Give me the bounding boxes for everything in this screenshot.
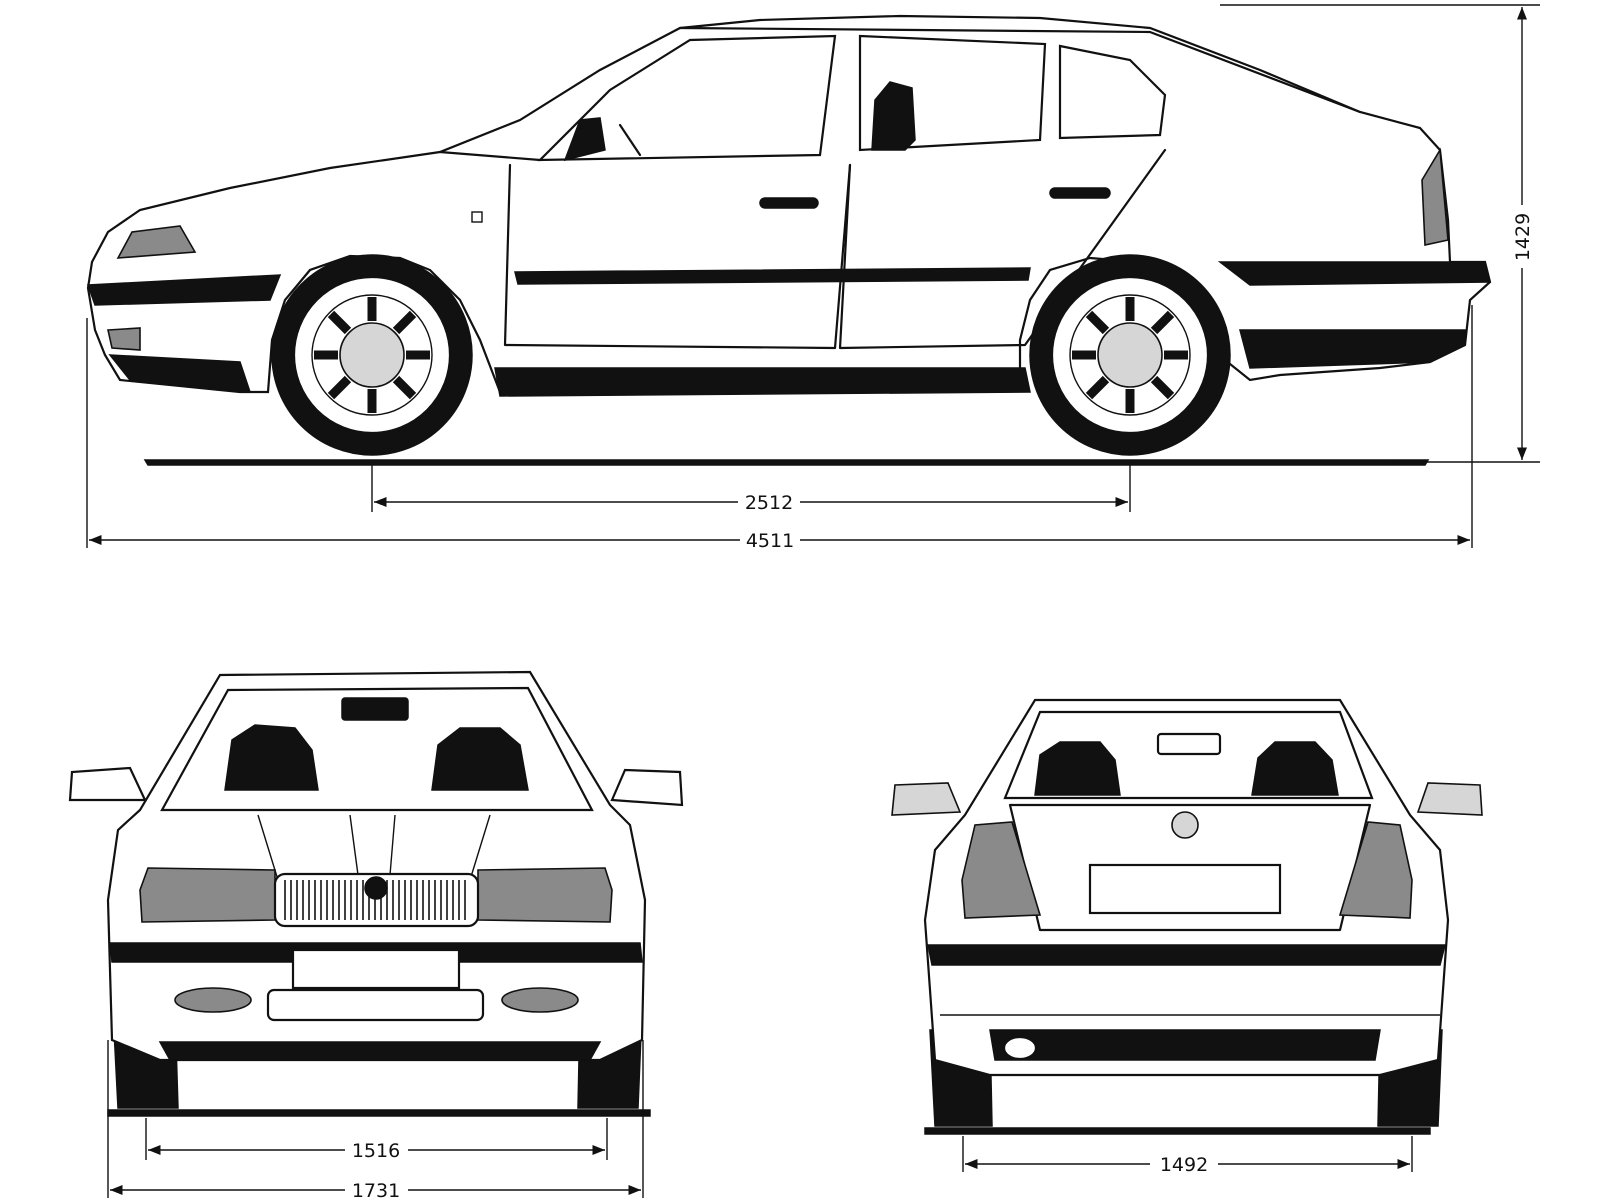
- side-window-quarter: [1058, 44, 1167, 140]
- dim-front-track-label: 1516: [352, 1140, 400, 1162]
- wheel-spoke: [1150, 375, 1175, 400]
- wheel-spoke: [392, 310, 417, 335]
- side-wheel-rear: [1029, 254, 1231, 456]
- front-mirror-left: [68, 766, 147, 802]
- rear-seat-left: [1034, 741, 1121, 796]
- side-taillight: [1421, 147, 1449, 246]
- side-rear-bumper-strip: [1217, 261, 1491, 286]
- side-sill: [494, 367, 1031, 397]
- rear-mirror-left: [891, 782, 962, 816]
- side-door-rear: [838, 148, 1167, 350]
- dim-width-label: 1731: [352, 1180, 400, 1200]
- side-headlight: [116, 225, 197, 259]
- side-windshield-edge: [438, 150, 542, 162]
- side-wheel-front: [271, 254, 473, 456]
- rear-plate: [1088, 863, 1282, 915]
- side-front-lower: [108, 354, 252, 393]
- rear-mirror-right: [1416, 782, 1483, 816]
- front-hood-lines: [257, 814, 491, 881]
- rear-taillight-left: [961, 821, 1042, 919]
- side-handle-rear: [1049, 187, 1111, 199]
- side-seat-rear: [871, 81, 916, 151]
- rear-exhaust: [1002, 1035, 1038, 1061]
- front-badge: [364, 876, 388, 900]
- side-rub-strip: [514, 267, 1031, 285]
- side-door-front: [503, 163, 852, 350]
- front-fog-right: [501, 987, 579, 1013]
- wheel-spoke: [327, 310, 352, 335]
- side-mirror: [563, 117, 606, 162]
- side-handle-front: [759, 197, 819, 209]
- dim-front-track: 1516: [145, 1118, 608, 1162]
- dim-width: 1731: [107, 1040, 644, 1200]
- front-spoiler: [158, 1041, 602, 1061]
- dim-length: 4511: [86, 305, 1473, 552]
- front-rearview-mirror: [341, 697, 409, 721]
- wheel-spoke: [327, 375, 352, 400]
- dim-height: 1429: [1220, 4, 1540, 463]
- front-ground-line: [107, 1109, 651, 1117]
- front-headlight-left: [139, 867, 276, 923]
- side-steering: [618, 123, 642, 157]
- rear-mirror-inside: [1156, 732, 1222, 756]
- rear-view: 1492: [891, 698, 1483, 1176]
- front-seat-right: [431, 727, 529, 791]
- dim-height-label: 1429: [1512, 213, 1534, 261]
- side-view: 2512 4511 1429: [86, 4, 1540, 552]
- wheel-spoke: [1085, 375, 1110, 400]
- rear-badge: [1171, 811, 1199, 839]
- side-fog-light: [107, 327, 141, 351]
- rear-seat-right: [1251, 741, 1339, 796]
- front-fog-left: [174, 987, 252, 1013]
- dim-rear-track-label: 1492: [1160, 1154, 1208, 1176]
- front-headlight-right: [477, 867, 613, 923]
- rear-diffuser: [989, 1029, 1381, 1061]
- front-lower-intake: [266, 988, 485, 1022]
- front-plate: [291, 948, 461, 990]
- wheel-spoke: [1085, 310, 1110, 335]
- dim-wheelbase: 2512: [371, 462, 1131, 514]
- dim-wheelbase-label: 2512: [745, 492, 793, 514]
- front-grille: [273, 872, 480, 928]
- front-mirror-right: [610, 768, 684, 807]
- rear-taillight-right: [1338, 821, 1413, 919]
- wheel-spoke: [392, 375, 417, 400]
- side-window-front: [537, 34, 837, 162]
- rear-bumper-strip: [927, 944, 1446, 966]
- dim-length-label: 4511: [746, 530, 794, 552]
- front-view: 1516 1731: [68, 670, 684, 1200]
- wheel-spoke: [1150, 310, 1175, 335]
- rear-ground-line: [924, 1127, 1431, 1135]
- side-ground-line: [143, 459, 1430, 466]
- dim-rear-track: 1492: [962, 1136, 1413, 1176]
- side-rear-lower: [1239, 329, 1466, 369]
- side-roof-line: [678, 26, 1362, 114]
- front-seat-left: [224, 724, 319, 791]
- side-front-bumper-strip: [86, 274, 282, 306]
- side-fuel-cap: [471, 211, 483, 223]
